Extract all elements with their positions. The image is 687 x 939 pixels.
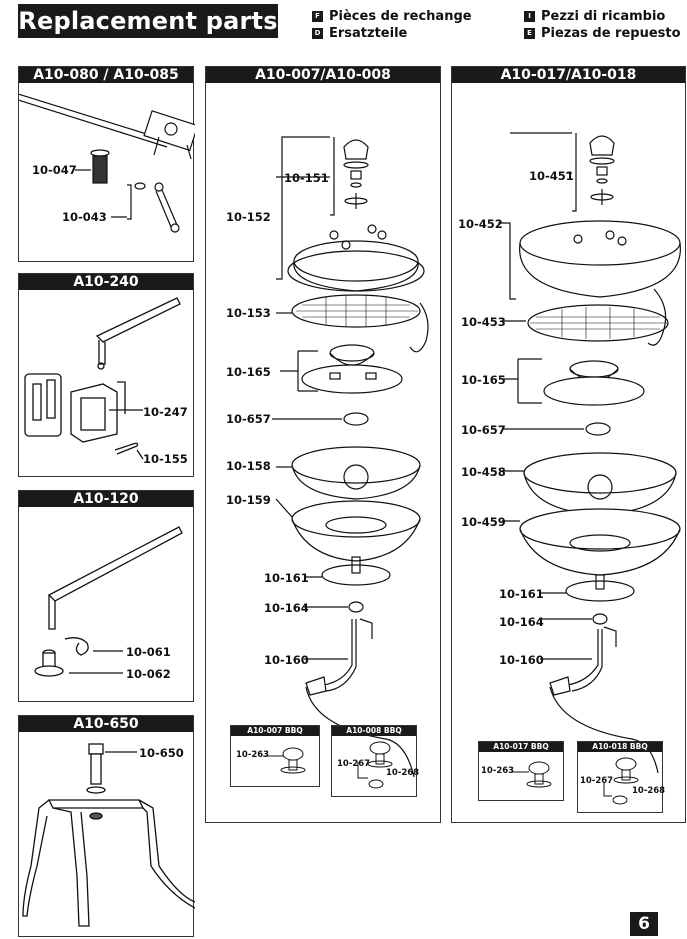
panel-title: A10-120 [19, 491, 193, 507]
part-label: 10-165 [461, 373, 506, 387]
part-label: 10-061 [126, 645, 171, 659]
part-label: 10-263 [481, 766, 515, 776]
part-label: 10-459 [461, 515, 506, 529]
part-label: 10-047 [32, 163, 77, 177]
subpanel-title: A10-017 BBQ [479, 742, 563, 752]
panel-title: A10-240 [19, 274, 193, 290]
stand-illustration [22, 743, 195, 927]
part-label: 10-267 [580, 776, 614, 786]
part-label: 10-165 [226, 365, 271, 379]
panel-title: A10-017/A10-018 [452, 67, 685, 83]
skewer-rod-illustration [19, 93, 195, 233]
part-label: 10-247 [143, 405, 188, 419]
regulator-illustration [511, 761, 552, 788]
bbq-exploded-view-illustration [272, 136, 429, 778]
panel-a10-007: A10-007/A10-008 [205, 66, 441, 823]
panel-a10-080: A10-080 / A10-085 10-047 10-043 [18, 66, 195, 262]
subpanel-title: A10-018 BBQ [578, 742, 662, 752]
part-label: 10-268 [632, 786, 666, 796]
lang-spanish: E Piezas de repuesto [524, 26, 681, 41]
lang-italian: I Pezzi di ricambio [524, 9, 665, 24]
part-label: 10-161 [499, 587, 544, 601]
bbq-exploded-view-illustration [498, 132, 681, 774]
part-label: 10-164 [264, 601, 309, 615]
panel-a10-017: A10-017/A10-018 [451, 66, 686, 823]
part-label: 10-153 [226, 306, 271, 320]
panel-title: A10-080 / A10-085 [19, 67, 193, 83]
part-label: 10-155 [143, 452, 188, 466]
regulator-illustration [357, 741, 393, 789]
part-label: 10-062 [126, 667, 171, 681]
panel-title: A10-650 [19, 716, 193, 732]
part-label: 10-452 [458, 217, 503, 231]
part-label: 10-158 [226, 459, 271, 473]
part-label: 10-161 [264, 571, 309, 585]
part-label: 10-159 [226, 493, 271, 507]
part-label: 10-151 [284, 171, 329, 185]
lang-text: Pièces de rechange [329, 9, 472, 24]
subpanel-a10-008-bbq: A10-008 BBQ 10-267 10-268 [331, 725, 420, 797]
part-label: 10-043 [62, 210, 107, 224]
lang-code-badge: D [312, 28, 323, 39]
subpanel-a10-018-bbq: A10-018 BBQ 10-267 10-268 [577, 741, 666, 813]
subpanel-a10-017-bbq: A10-017 BBQ 10-263 [478, 741, 564, 801]
part-label: 10-160 [264, 653, 309, 667]
subpanel-title: A10-008 BBQ [332, 726, 416, 736]
lang-code-badge: E [524, 28, 535, 39]
lang-code-badge: I [524, 11, 535, 22]
part-label: 10-268 [386, 768, 420, 778]
subpanel-a10-007-bbq: A10-007 BBQ 10-263 [230, 725, 320, 787]
spit-rod-illustration [34, 526, 183, 677]
regulator-illustration [603, 757, 639, 805]
lang-code-badge: F [312, 11, 323, 22]
regulator-illustration [263, 747, 306, 774]
part-label: 10-657 [226, 412, 271, 426]
subpanel-title: A10-007 BBQ [231, 726, 319, 736]
lang-german: D Ersatzteile [312, 26, 407, 41]
part-label: 10-657 [461, 423, 506, 437]
part-label: 10-451 [529, 169, 574, 183]
part-label: 10-152 [226, 210, 271, 224]
rotisserie-bracket-illustration [24, 297, 181, 460]
part-label: 10-263 [236, 750, 270, 760]
part-label: 10-267 [337, 759, 371, 769]
lang-text: Pezzi di ricambio [541, 9, 666, 24]
page-title: Replacement parts [18, 4, 278, 38]
lang-text: Ersatzteile [329, 26, 408, 41]
part-label: 10-453 [461, 315, 506, 329]
panel-a10-240: A10-240 10-247 10-155 [18, 273, 194, 477]
panel-title: A10-007/A10-008 [206, 67, 440, 83]
panel-a10-120: A10-120 10-061 10-062 [18, 490, 194, 702]
part-label: 10-458 [461, 465, 506, 479]
page-number: 6 [630, 912, 658, 936]
part-label: 10-160 [499, 653, 544, 667]
part-label: 10-650 [139, 746, 184, 760]
panel-a10-650: A10-650 10-650 [18, 715, 195, 937]
lang-french: F Pièces de rechange [312, 9, 472, 24]
lang-text: Piezas de repuesto [541, 26, 681, 41]
part-label: 10-164 [499, 615, 544, 629]
